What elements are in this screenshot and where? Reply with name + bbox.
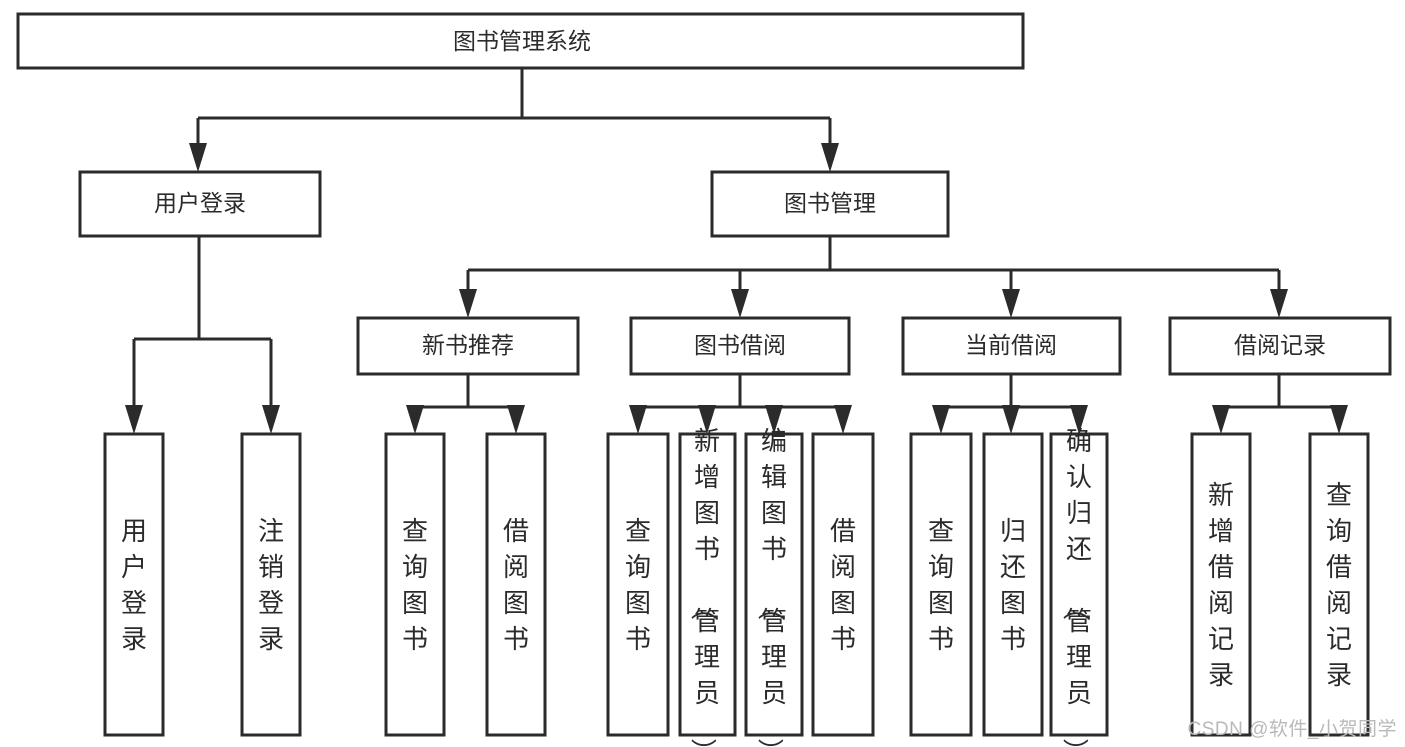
arrow-head-icon bbox=[406, 405, 424, 434]
node-leaf-borrow-book-2[interactable]: 借阅图书 bbox=[811, 432, 875, 737]
node-leaf-edit-book-box[interactable] bbox=[744, 432, 804, 737]
arrow-head-icon bbox=[459, 289, 477, 318]
node-root-box[interactable] bbox=[16, 12, 1025, 70]
node-new-book-recommend-label: 新书推荐 bbox=[422, 332, 514, 358]
node-book-borrow[interactable]: 图书借阅 bbox=[629, 316, 851, 376]
node-leaf-query-record[interactable]: 查询借阅记录 bbox=[1308, 432, 1370, 737]
node-leaf-confirm-return[interactable]: 确认归还（管理员） bbox=[1049, 426, 1109, 747]
node-book-manage-label: 图书管理 bbox=[784, 190, 876, 216]
node-leaf-borrow-book-1-label: 借阅图书 bbox=[503, 516, 529, 654]
arrow-head-icon bbox=[932, 405, 950, 434]
node-leaf-query-book-1-label: 查询图书 bbox=[402, 516, 428, 654]
node-leaf-user-logout-label: 注销登录 bbox=[258, 516, 284, 654]
arrow-head-icon bbox=[834, 405, 852, 434]
connector-group-root-to-level2 bbox=[189, 68, 839, 172]
node-leaf-query-book-3-box[interactable] bbox=[909, 432, 973, 737]
arrow-head-icon bbox=[1330, 405, 1348, 434]
arrow-head-icon bbox=[731, 289, 749, 318]
node-user-login-label: 用户登录 bbox=[154, 190, 246, 216]
node-leaf-return-book-label: 归还图书 bbox=[1000, 516, 1026, 654]
node-leaf-add-book-label: 新增图书（管理员） bbox=[688, 426, 720, 747]
arrow-head-icon bbox=[1002, 405, 1020, 434]
arrow-head-icon bbox=[1212, 405, 1230, 434]
node-book-manage-box[interactable] bbox=[710, 170, 950, 238]
node-borrow-record-label: 借阅记录 bbox=[1234, 332, 1326, 358]
node-leaf-confirm-return-box[interactable] bbox=[1049, 432, 1109, 737]
connector-group-currentborrow-to-leaves bbox=[932, 374, 1088, 434]
node-leaf-add-record-label: 新增借阅记录 bbox=[1208, 480, 1234, 690]
node-leaf-user-logout[interactable]: 注销登录 bbox=[240, 432, 302, 737]
node-leaf-query-book-1-box[interactable] bbox=[384, 432, 446, 737]
node-user-login[interactable]: 用户登录 bbox=[78, 170, 322, 238]
node-borrow-record[interactable]: 借阅记录 bbox=[1168, 316, 1392, 376]
node-borrow-record-box[interactable] bbox=[1168, 316, 1392, 376]
arrow-head-icon bbox=[1270, 289, 1288, 318]
node-new-book-recommend-box[interactable] bbox=[356, 316, 580, 376]
node-leaf-borrow-book-1[interactable]: 借阅图书 bbox=[485, 432, 547, 737]
node-leaf-query-book-3-label: 查询图书 bbox=[928, 516, 954, 654]
node-user-login-box[interactable] bbox=[78, 170, 322, 238]
node-leaf-query-book-2-label: 查询图书 bbox=[625, 516, 651, 654]
node-leaf-query-book-1[interactable]: 查询图书 bbox=[384, 432, 446, 737]
arrow-head-icon bbox=[698, 405, 716, 434]
node-book-borrow-label: 图书借阅 bbox=[694, 332, 786, 358]
node-leaf-user-login-label: 用户登录 bbox=[121, 516, 147, 654]
node-leaf-user-logout-box[interactable] bbox=[240, 432, 302, 737]
node-current-borrow[interactable]: 当前借阅 bbox=[901, 316, 1122, 376]
node-current-borrow-label: 当前借阅 bbox=[965, 332, 1057, 358]
node-root[interactable]: 图书管理系统 bbox=[16, 12, 1025, 70]
node-leaf-confirm-return-label: 确认归还（管理员） bbox=[1060, 426, 1092, 747]
node-current-borrow-box[interactable] bbox=[901, 316, 1122, 376]
arrow-head-icon bbox=[821, 143, 839, 172]
connector-group-userlogin-to-leaves bbox=[125, 236, 280, 434]
node-leaf-borrow-book-2-box[interactable] bbox=[811, 432, 875, 737]
arrow-head-icon bbox=[507, 405, 525, 434]
connector-group-bookmanage-to-level3 bbox=[459, 236, 1288, 318]
node-leaf-edit-book-label: 编辑图书（管理员） bbox=[755, 426, 787, 747]
node-book-borrow-box[interactable] bbox=[629, 316, 851, 376]
node-leaf-query-book-2-box[interactable] bbox=[606, 432, 670, 737]
node-leaf-add-book[interactable]: 新增图书（管理员） bbox=[678, 426, 737, 747]
node-book-manage[interactable]: 图书管理 bbox=[710, 170, 950, 238]
arrow-head-icon bbox=[189, 143, 207, 172]
node-leaf-user-login-box[interactable] bbox=[103, 432, 165, 737]
node-leaf-query-record-box[interactable] bbox=[1308, 432, 1370, 737]
node-leaf-return-book-box[interactable] bbox=[982, 432, 1044, 737]
node-new-book-recommend[interactable]: 新书推荐 bbox=[356, 316, 580, 376]
node-leaf-query-book-3[interactable]: 查询图书 bbox=[909, 432, 973, 737]
arrow-head-icon bbox=[765, 405, 783, 434]
node-leaf-add-record-box[interactable] bbox=[1190, 432, 1252, 737]
node-leaf-user-login[interactable]: 用户登录 bbox=[103, 432, 165, 737]
connector-group-borrowrecord-to-leaves bbox=[1212, 374, 1348, 434]
arrow-head-icon bbox=[629, 405, 647, 434]
node-leaf-query-book-2[interactable]: 查询图书 bbox=[606, 432, 670, 737]
node-leaf-borrow-book-1-box[interactable] bbox=[485, 432, 547, 737]
node-leaf-borrow-book-2-label: 借阅图书 bbox=[830, 516, 856, 654]
node-leaf-edit-book[interactable]: 编辑图书（管理员） bbox=[744, 426, 804, 747]
arrow-head-icon bbox=[1070, 405, 1088, 434]
arrow-head-icon bbox=[125, 405, 143, 434]
arrow-head-icon bbox=[262, 405, 280, 434]
connector-group-bookborrow-to-leaves bbox=[629, 374, 852, 434]
connector-group-newbook-to-leaves bbox=[406, 374, 525, 434]
node-leaf-add-book-box[interactable] bbox=[678, 432, 737, 737]
node-leaf-return-book[interactable]: 归还图书 bbox=[982, 432, 1044, 737]
node-root-label: 图书管理系统 bbox=[453, 28, 591, 54]
node-leaf-query-record-label: 查询借阅记录 bbox=[1326, 480, 1352, 690]
arrow-head-icon bbox=[1002, 289, 1020, 318]
node-leaf-add-record[interactable]: 新增借阅记录 bbox=[1190, 432, 1252, 737]
